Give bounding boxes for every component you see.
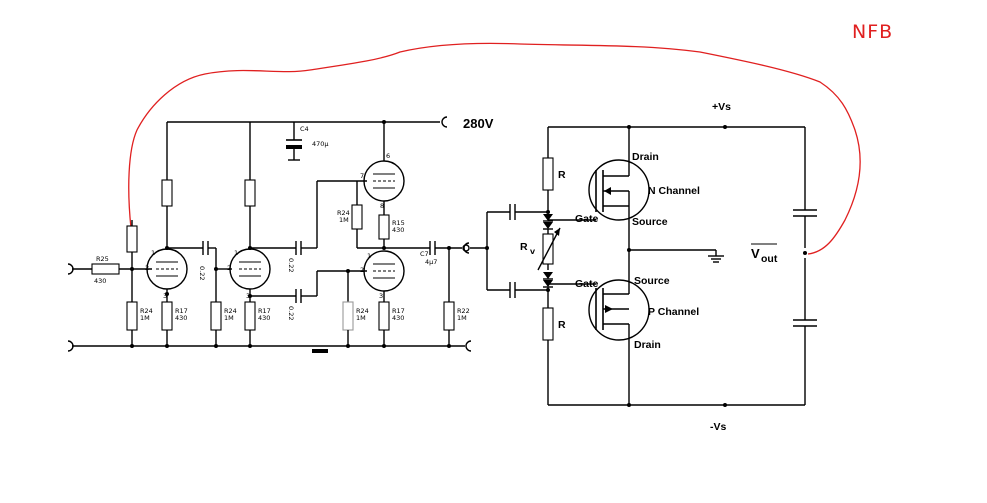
cap-022-3: 0.22 [287,306,295,320]
n-channel-mosfet: Drain N Channel Source [588,127,700,250]
tube-stage-2: 123 R24 1M R17 430 [210,122,271,348]
hv-label: 280V [463,116,494,131]
cathode-follower-tube: 6 7 8 R15 430 R24 1M [337,120,430,250]
c4-name: C4 [300,125,309,133]
stage-1-rgrid: R24 [140,307,153,315]
svg-text:1M: 1M [356,314,366,322]
svg-text:1M: 1M [457,314,467,322]
r15-name: R15 [392,219,405,227]
svg-text:430: 430 [258,314,270,322]
svg-text:V: V [530,248,535,256]
stage-1-rcath: R17 [175,307,188,315]
r-top-resistor [542,157,554,191]
chassis-ground [312,349,328,353]
svg-text:1M: 1M [224,314,234,322]
c7-value: 4µ7 [425,258,437,266]
svg-text:R: R [558,319,566,331]
p-channel-label: P Channel [648,306,699,318]
vout-node [803,251,807,255]
svg-text:3: 3 [163,292,167,300]
output-ground-terminal [465,340,472,352]
cap-022-1: 0.22 [198,266,206,280]
stage-3-rcath: R17 [392,307,405,315]
stage-3-rgrid: R24 [356,307,369,315]
svg-text:out: out [761,253,778,265]
nfb-feedback-trace [128,42,861,255]
neg-supply-label: -Vs [710,421,727,433]
svg-text:430: 430 [175,314,187,322]
r25-resistor [91,263,120,275]
svg-text:Drain: Drain [632,151,659,163]
r22-resistor [443,301,455,331]
svg-text:1: 1 [367,252,371,260]
c7-name: C7 [420,250,429,258]
svg-text:Drain: Drain [634,339,661,351]
svg-text:1: 1 [151,249,155,257]
pos-supply-label: +Vs [712,101,731,113]
c4-capacitor [286,145,302,149]
nfb-injection-resistor [126,225,138,253]
rv-variable-resistor [542,233,554,265]
p-channel-mosfet: Source P Channel Drain [588,250,699,405]
gate-n-label: Gate [575,213,599,225]
svg-text:R: R [558,169,566,181]
svg-text:6: 6 [386,152,390,160]
svg-text:7: 7 [360,172,364,180]
svg-text:2: 2 [145,264,149,272]
svg-text:430: 430 [392,314,404,322]
c4-value: 470µ [312,140,329,148]
vout-label: V [751,246,760,261]
rv-label: R [520,241,528,253]
tube-stage-3: 1 2 3 R24 1M R17 430 [342,250,405,348]
svg-text:Source: Source [634,275,670,287]
r25-name: R25 [96,255,109,263]
nfb-label: NFB [852,21,893,43]
svg-text:2: 2 [360,266,364,274]
svg-text:430: 430 [392,226,404,234]
n-channel-label: N Channel [648,185,700,197]
svg-text:3: 3 [379,292,383,300]
r22-name: R22 [457,307,470,315]
tube-stage-1: 12 3 R24 1M R17 430 [126,122,188,348]
cf-grid-res-name: R24 [337,209,350,217]
stage-2-rgrid: R24 [224,307,237,315]
svg-text:1: 1 [234,249,238,257]
input-ground-terminal [67,340,74,352]
svg-text:1M: 1M [339,216,349,224]
cap-022-2: 0.22 [287,258,295,272]
svg-text:Source: Source [632,216,668,228]
r25-value: 430 [94,277,106,285]
hv-terminal [441,116,448,128]
svg-text:2: 2 [227,264,231,272]
svg-text:1M: 1M [140,314,150,322]
gate-p-label: Gate [575,278,599,290]
r-bottom-resistor [542,307,554,341]
stage-2-rcath: R17 [258,307,271,315]
svg-text:8: 8 [380,202,384,210]
preamp-output-terminal [463,242,470,254]
